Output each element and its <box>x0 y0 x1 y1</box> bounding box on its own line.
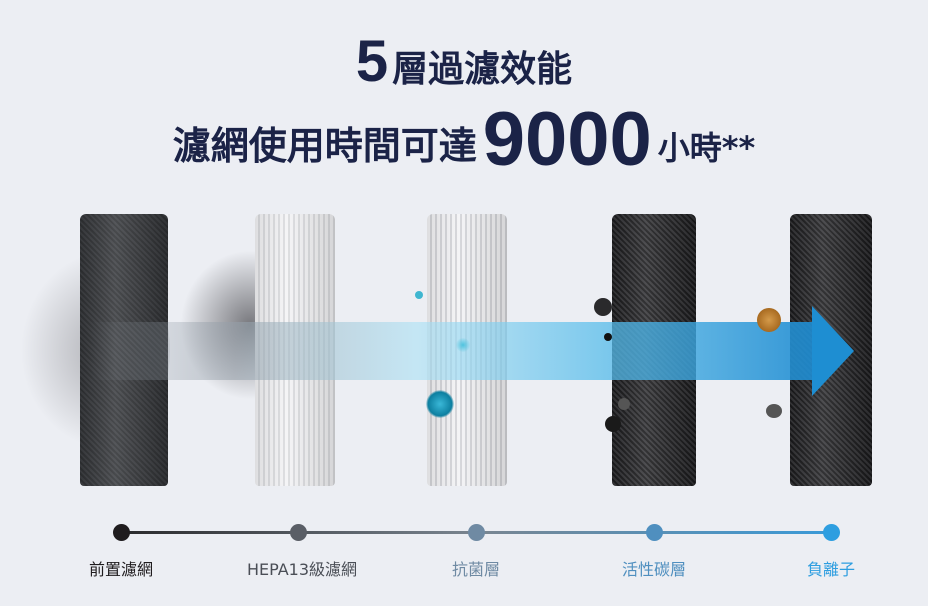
airflow-arrow-head <box>812 306 854 396</box>
lifetime-hours: 9000 <box>482 97 652 182</box>
layer-label-carbon: 活性碳層 <box>621 560 687 579</box>
dust-particle <box>766 404 782 418</box>
layer-label-ion: 負離子 <box>806 560 856 579</box>
layer-label-pre-filter: 前置濾網 <box>88 560 154 579</box>
layer-dot-hepa <box>290 524 307 541</box>
layer-dot-antibacterial <box>468 524 485 541</box>
pollen-particle <box>757 308 781 332</box>
lifetime-prefix: 濾網使用時間可達 <box>172 124 477 168</box>
layer-count: 5 <box>355 29 389 94</box>
carbon-particle <box>618 398 630 410</box>
layer-dot-carbon <box>646 524 663 541</box>
layer-label-hepa: HEPA13級濾網 <box>246 560 358 579</box>
layer-dot-ion <box>823 524 840 541</box>
carbon-particle <box>604 333 612 341</box>
bacteria-particle <box>415 291 423 299</box>
layer-dot-pre-filter <box>113 524 130 541</box>
carbon-particle <box>594 298 612 316</box>
bacteria-particle <box>426 390 454 418</box>
lifetime-suffix: 小時** <box>657 129 756 167</box>
carbon-particle <box>605 416 621 432</box>
headline-text: 層過濾效能 <box>392 49 573 90</box>
bacteria-particle <box>456 338 470 352</box>
airflow-arrow-band <box>90 322 815 380</box>
layer-label-antibacterial: 抗菌層 <box>451 560 501 579</box>
